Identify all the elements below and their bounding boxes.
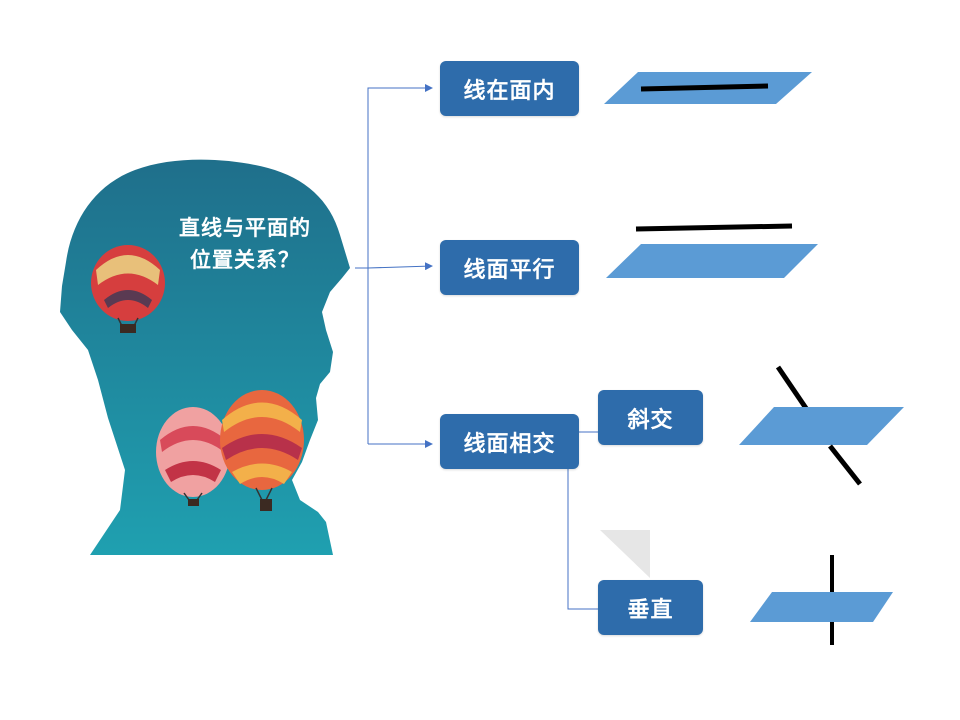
balloon-icon-right bbox=[220, 390, 304, 511]
box-perpendicular: 垂直 bbox=[598, 580, 703, 635]
line-parallel bbox=[635, 223, 793, 232]
figure-in-plane bbox=[604, 72, 812, 104]
box-in-plane: 线在面内 bbox=[440, 61, 579, 116]
decorative-triangle bbox=[600, 530, 650, 578]
figure-oblique bbox=[739, 365, 904, 486]
balloon-icon-small bbox=[91, 245, 165, 333]
box-intersect: 线面相交 bbox=[440, 414, 579, 469]
figure-perpendicular bbox=[750, 555, 893, 645]
connector-perpendicular bbox=[567, 468, 598, 610]
box-parallel: 线面平行 bbox=[440, 240, 579, 295]
plane bbox=[750, 592, 893, 622]
plane bbox=[606, 244, 818, 278]
question-line-2: 位置关系？ bbox=[190, 248, 300, 272]
balloon-icon-left bbox=[156, 407, 230, 506]
connector-in-plane bbox=[367, 84, 433, 444]
line-in-plane bbox=[640, 83, 769, 92]
box-oblique: 斜交 bbox=[598, 390, 703, 445]
plane bbox=[739, 407, 904, 445]
connectors bbox=[355, 84, 598, 610]
figure-parallel bbox=[606, 223, 818, 278]
connector-parallel bbox=[367, 262, 433, 271]
line-oblique-bottom bbox=[828, 444, 862, 486]
question-text: 直线与平面的 位置关系？ bbox=[150, 212, 340, 276]
question-line-1: 直线与平面的 bbox=[179, 216, 311, 240]
